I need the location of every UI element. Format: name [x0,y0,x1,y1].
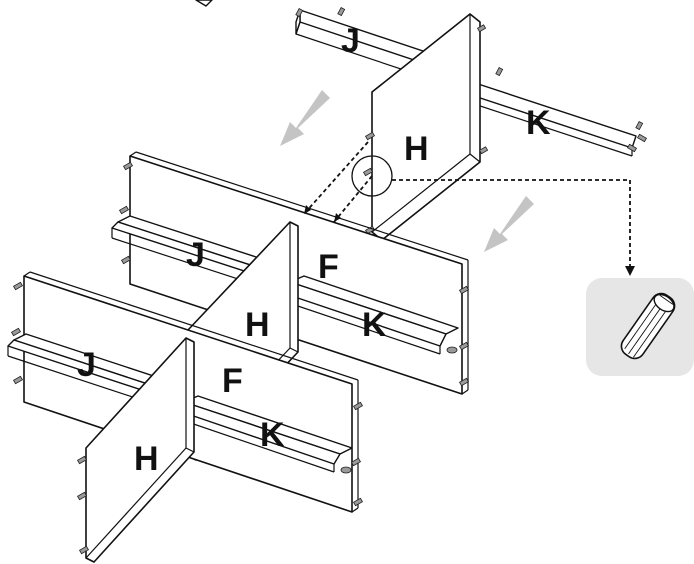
part-labels: J K H J F H K J F H K [77,22,551,478]
arrow-down-left-upper [280,90,330,146]
top-fragment [195,0,213,7]
dowel-detail-callout [586,278,694,376]
front-divider-h [76,337,195,563]
back-shelf-j [295,6,451,85]
label-middle-f: F [318,248,339,286]
label-front-f: F [222,362,243,400]
back-shelf-k [461,66,648,157]
detail-magnifier-circle [351,155,393,197]
label-front-k: K [260,416,285,454]
label-middle-k: K [362,306,387,344]
arrow-down-left-lower [484,196,534,252]
label-back-j: J [341,22,360,60]
label-middle-j: J [186,236,205,274]
label-front-j: J [77,346,96,384]
dowel-guide-lines [303,141,635,276]
label-back-h: H [404,130,429,168]
label-back-k: K [526,104,551,142]
wooden-dowel-icon [620,292,676,360]
label-middle-h: H [245,306,270,344]
label-front-h: H [134,440,159,478]
back-divider-h [362,13,489,241]
